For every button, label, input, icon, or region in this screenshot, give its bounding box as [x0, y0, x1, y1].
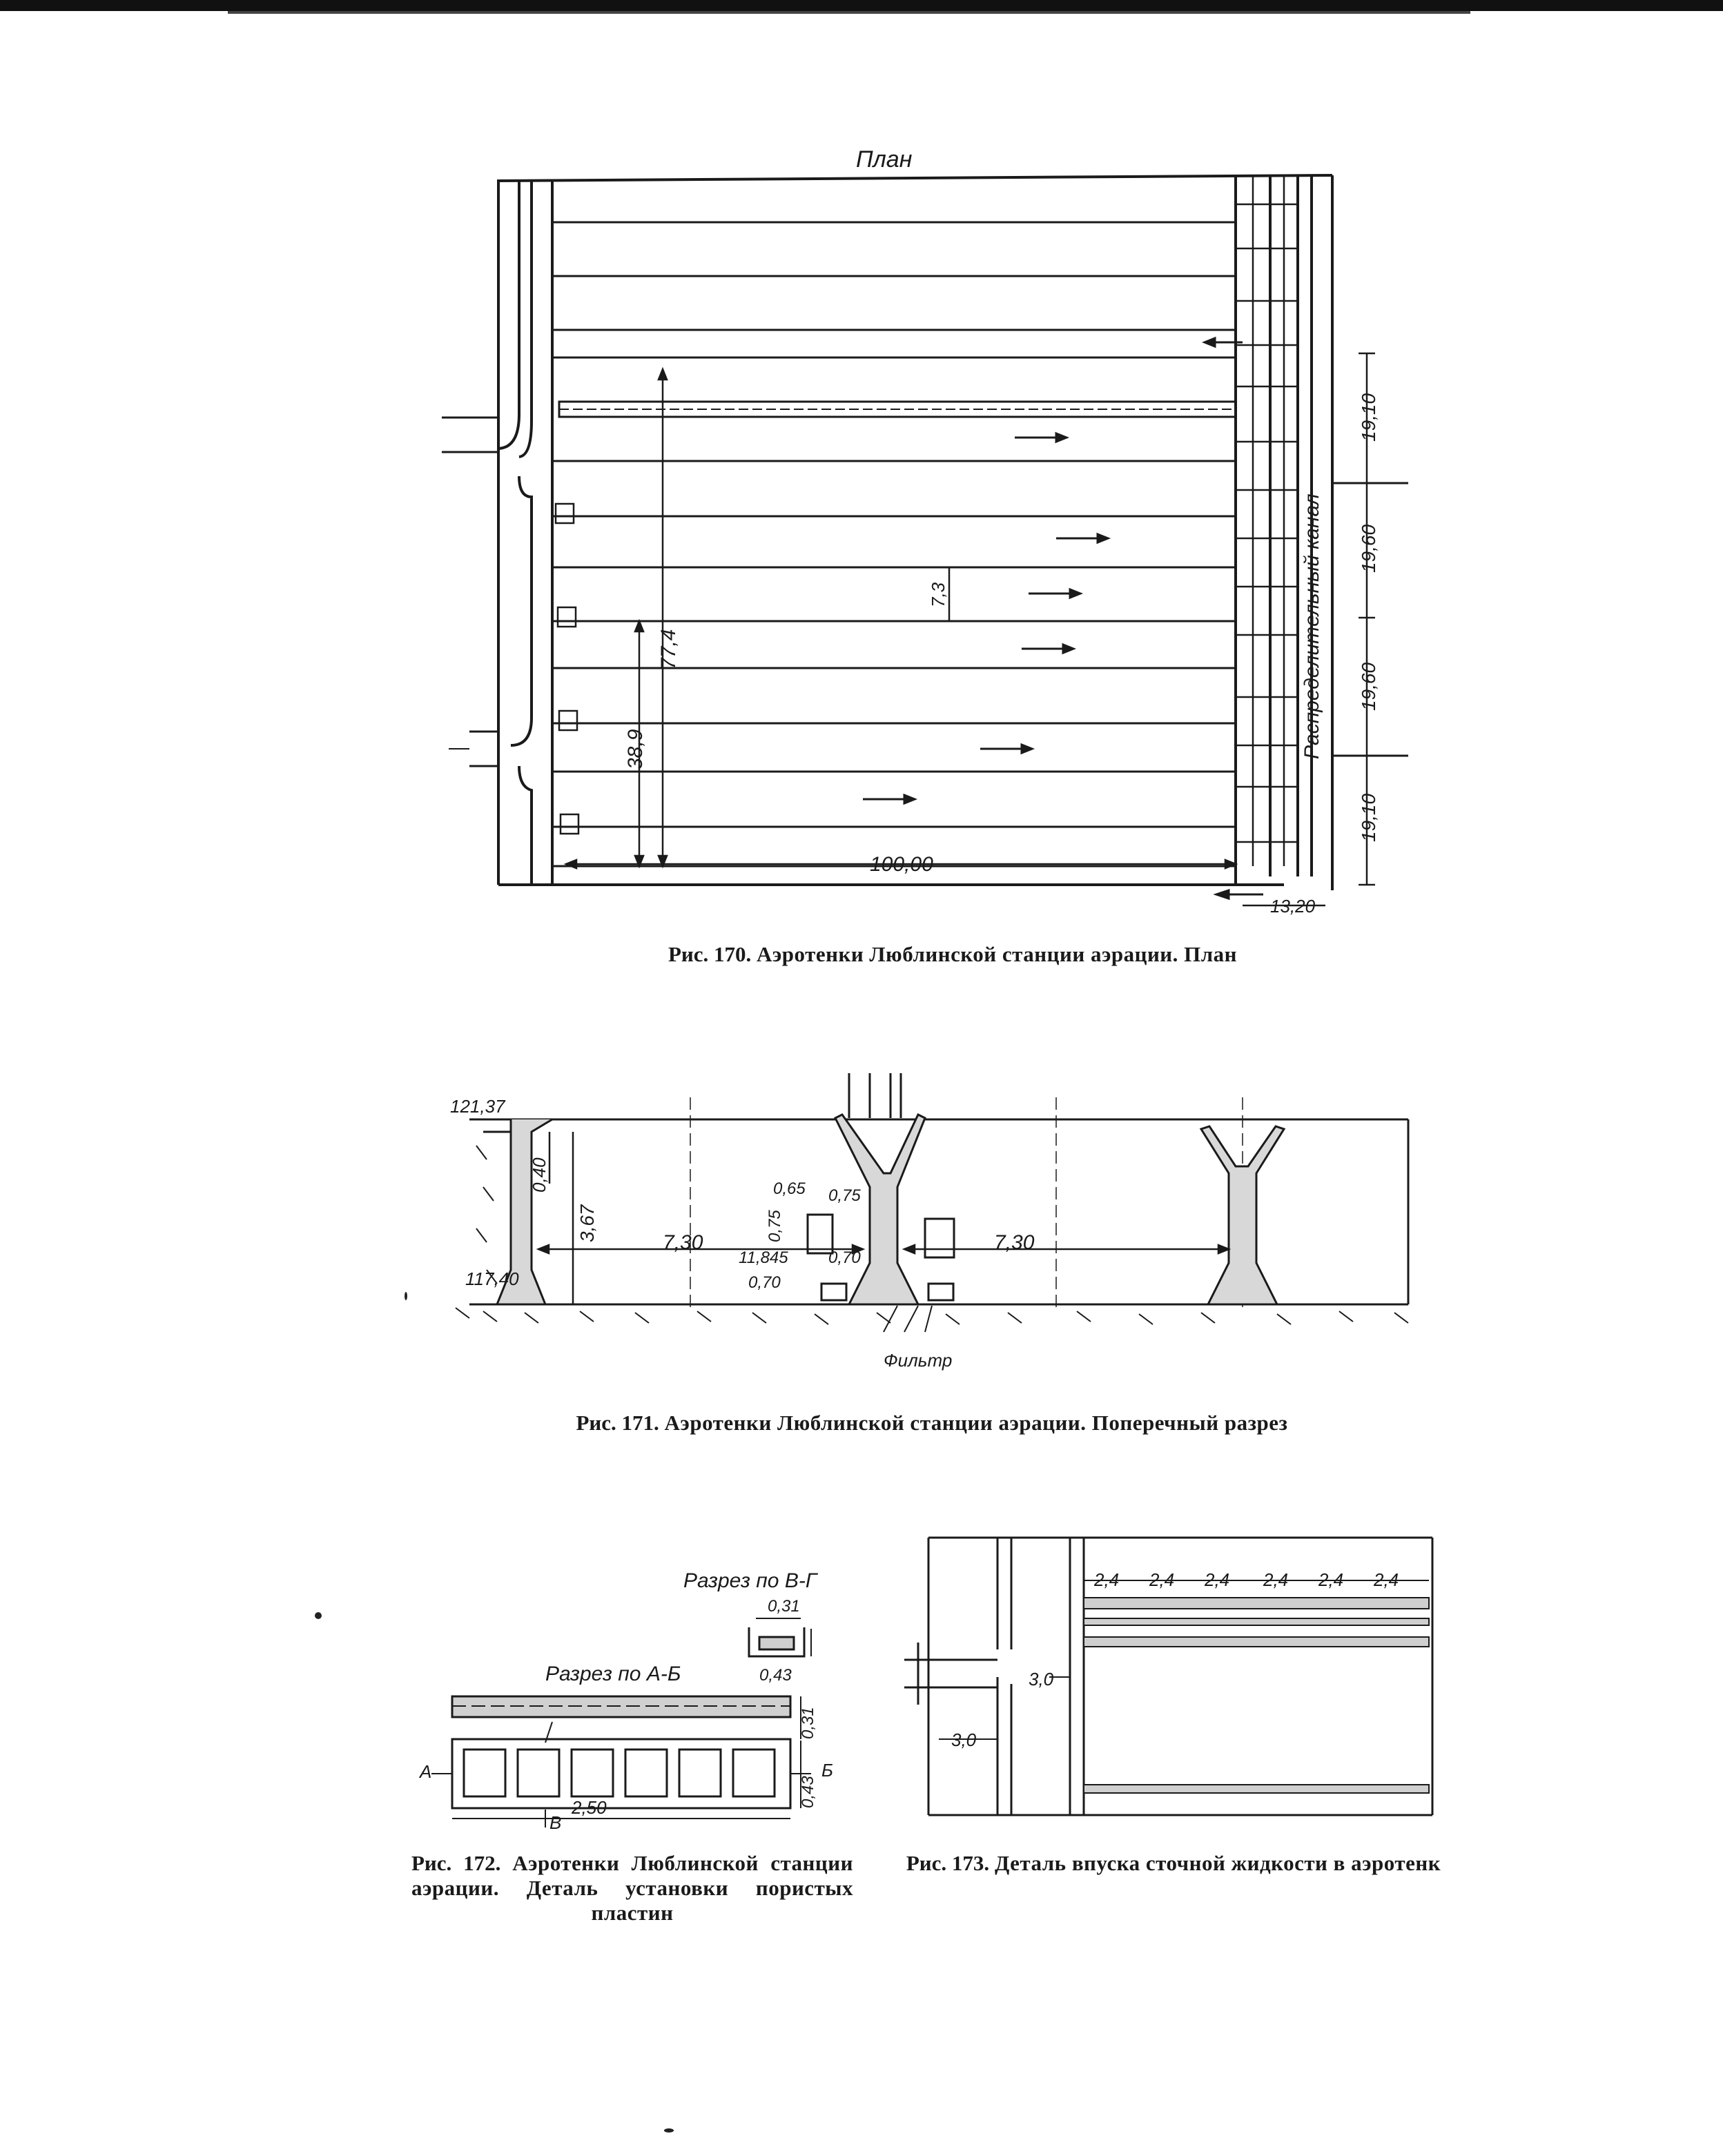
dimension-lines: [563, 352, 1375, 907]
dim-width-full: 77,4: [657, 629, 680, 669]
tank-partitions: [552, 221, 1236, 868]
spacing-3: 2,4: [1204, 1569, 1229, 1590]
scan-speck: [405, 1292, 407, 1300]
spacing-5: 2,4: [1318, 1569, 1343, 1590]
dim-070b: 0,70: [748, 1273, 781, 1292]
outer-top-wall: [496, 174, 1333, 182]
section-dims: [536, 1132, 1232, 1304]
spacing-2: 2,4: [1149, 1569, 1174, 1590]
air-pipes: [806, 1213, 955, 1302]
spacing-1: 2,4: [1093, 1569, 1119, 1590]
canal-label: Распределительный канал: [1301, 493, 1323, 759]
section-ab-label: Разрез по А-Б: [545, 1663, 681, 1685]
dim-depth: 3,67: [576, 1204, 598, 1242]
right-column: [1199, 1125, 1286, 1306]
dim-043b: 0,43: [799, 1776, 817, 1808]
dim-031b: 0,31: [799, 1707, 817, 1739]
dim-seg3: 19,60: [1358, 663, 1379, 711]
filter-label: Фильтр: [884, 1350, 952, 1371]
ground-hatch: [455, 1145, 1409, 1333]
left-wall-section: [483, 1118, 553, 1306]
canal-grid: [1236, 175, 1298, 866]
dim-031a: 0,31: [768, 1597, 800, 1616]
dim-width-half: 38,9: [624, 729, 647, 770]
caption-fig170: Рис. 170. Аэротенки Люблинской станции а…: [668, 942, 1238, 966]
dim-freeboard: 0,40: [529, 1157, 549, 1193]
scan-speck: [664, 2128, 674, 2133]
spacing-4: 2,4: [1263, 1569, 1288, 1590]
dim-span-left: 7,30: [663, 1231, 703, 1254]
dim-30a: 3,0: [1029, 1669, 1054, 1689]
dim-offset: 13,20: [1270, 896, 1316, 917]
figure-171-section: 121,37 117,40 3,67 0,40 7,30 7,30 0,65 0…: [0, 1035, 1723, 1408]
letter-v: В: [549, 1812, 561, 1833]
page-top-rule-thin: [228, 11, 1470, 14]
figure-170-plan: План Распределительный канал 100,00 77,4…: [0, 0, 1723, 925]
porous-plate-strip: [558, 400, 1237, 418]
figure-171-drawing: 121,37 117,40 3,67 0,40 7,30 7,30 0,65 0…: [450, 1073, 1410, 1371]
bottom-mark: 117,40: [465, 1268, 519, 1289]
spacing-labels: 2,4 2,4 2,4 2,4 2,4 2,4: [1093, 1569, 1399, 1590]
page-top-rule: [0, 0, 1723, 11]
inlet-pipe-2: [469, 730, 498, 767]
mark-11845: 11,845: [739, 1248, 788, 1267]
dim-30b: 3,0: [951, 1729, 977, 1750]
figure-172-drawing: Разрез по В-Г 0,31 0,43 Разрез по А-Б 0,…: [418, 1569, 833, 1833]
dim-065: 0,65: [773, 1179, 806, 1198]
caption-fig172: Рис. 172. Аэротенки Люблинской станции а…: [411, 1851, 854, 1925]
dim-span-right: 7,30: [994, 1231, 1035, 1254]
dim-250: 2,50: [571, 1797, 607, 1818]
dim-seg4: 19,10: [1358, 794, 1379, 842]
figure-173-drawing: 2,4 2,4 2,4 2,4 2,4 2,4 3,0 3,0: [904, 1536, 1434, 1816]
dim-075a: 0,75: [828, 1186, 861, 1205]
letter-a: А: [418, 1761, 431, 1782]
plan-title: План: [856, 146, 913, 173]
dim-070a: 0,70: [828, 1248, 861, 1267]
dim-043a: 0,43: [759, 1666, 792, 1685]
inlet-pipe-1: [442, 416, 498, 453]
vg-section-profile: [748, 1627, 806, 1658]
figure-173-inlet-detail: 2,4 2,4 2,4 2,4 2,4 2,4 3,0 3,0: [897, 1525, 1450, 1829]
central-column: [833, 1073, 926, 1306]
dim-length: 100,00: [870, 853, 933, 876]
dim-seg2: 19,60: [1358, 525, 1379, 573]
figure-170-drawing: План Распределительный канал 100,00 77,4…: [442, 146, 1408, 917]
letter-b: Б: [821, 1760, 833, 1781]
gate-boxes: [554, 502, 580, 835]
scan-speck: [315, 1612, 322, 1619]
figure-172-detail: Разрез по В-Г 0,31 0,43 Разрез по А-Б 0,…: [387, 1546, 856, 1836]
spacing-6: 2,4: [1373, 1569, 1399, 1590]
top-mark: 121,37: [450, 1096, 506, 1117]
dim-seg1: 19,10: [1358, 393, 1379, 442]
dim-075b: 0,75: [766, 1210, 784, 1242]
caption-fig173: Рис. 173. Деталь впуска сточной жидкости…: [906, 1851, 1441, 1875]
flow-arrows: [863, 336, 1263, 901]
caption-fig171: Рис. 171. Аэротенки Люблинской станции а…: [576, 1411, 1288, 1435]
section-vg-label: Разрез по В-Г: [683, 1569, 819, 1592]
dim-corridor: 7,3: [928, 582, 948, 607]
